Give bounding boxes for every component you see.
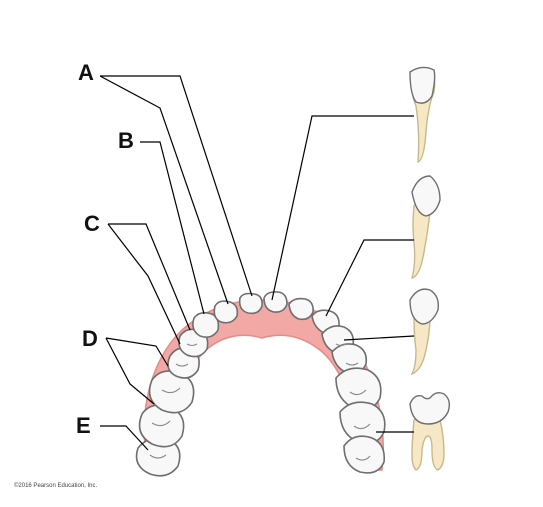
leader-a-2 bbox=[99, 75, 229, 305]
tooth-left-lateral-incisor bbox=[213, 300, 239, 324]
label-c: C bbox=[84, 211, 100, 236]
side-tooth-canine bbox=[410, 175, 441, 279]
label-d: D bbox=[82, 326, 98, 351]
side-tooth-molar bbox=[409, 391, 451, 471]
leader-canine bbox=[325, 239, 414, 317]
leader-d-2 bbox=[105, 337, 155, 405]
tooth-right-lateral-incisor bbox=[288, 297, 314, 321]
leader-b bbox=[140, 141, 205, 315]
left-anterior bbox=[192, 292, 263, 338]
right-molars bbox=[335, 367, 386, 474]
tooth-right-central-incisor bbox=[263, 291, 288, 313]
leader-premolar bbox=[343, 335, 415, 341]
leader-a-1 bbox=[100, 75, 253, 297]
leader-c-2 bbox=[107, 223, 181, 345]
leader-c-1 bbox=[108, 223, 191, 331]
tooth-right-premolar-2 bbox=[331, 343, 368, 375]
tooth-left-central-incisor bbox=[238, 292, 263, 315]
tooth-right-molar-1 bbox=[335, 367, 382, 411]
label-b: B bbox=[118, 128, 134, 153]
copyright-text: ©2016 Pearson Education, Inc. bbox=[14, 483, 98, 489]
leader-lines bbox=[99, 75, 415, 451]
label-a: A bbox=[78, 60, 94, 85]
leader-e bbox=[100, 425, 149, 451]
right-premolars bbox=[321, 325, 368, 375]
side-tooth-premolar bbox=[409, 288, 440, 376]
tooth-left-canine bbox=[192, 311, 220, 338]
occlusal-details bbox=[149, 343, 371, 461]
leader-incisor bbox=[271, 115, 414, 301]
left-molars bbox=[135, 370, 195, 477]
tooth-right-molar-3 bbox=[343, 435, 386, 474]
label-e: E bbox=[76, 413, 91, 438]
side-tooth-incisor bbox=[409, 66, 436, 163]
leader-d-1 bbox=[105, 337, 169, 367]
